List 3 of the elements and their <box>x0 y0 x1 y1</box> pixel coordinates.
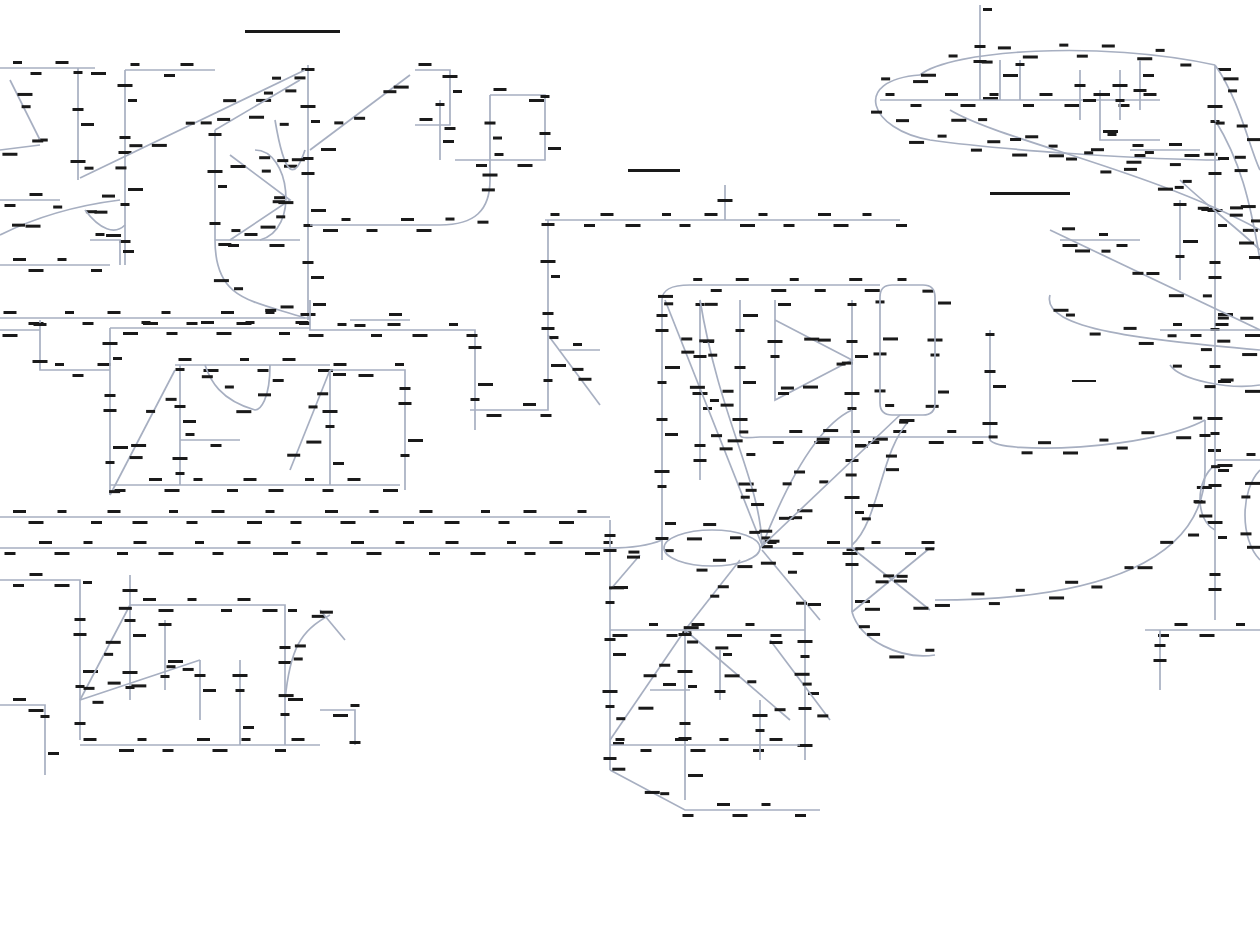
rounded-loop <box>880 285 935 415</box>
ellipse-loop <box>664 530 760 566</box>
connector-line <box>759 414 901 549</box>
